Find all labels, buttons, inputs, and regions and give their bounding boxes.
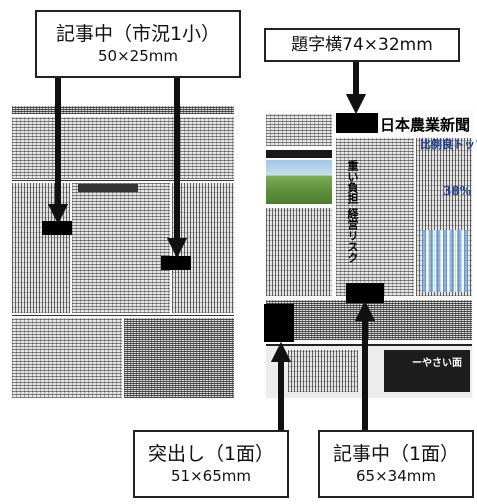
front-article-left xyxy=(266,208,332,296)
label-masthead-side-title: 題字横74×32mm xyxy=(291,35,433,55)
label-protrusion-size: 51×65mm xyxy=(171,467,251,485)
masthead-title: 日本農業新聞 xyxy=(380,116,471,134)
market-page xyxy=(10,104,236,400)
market-table-mid-center xyxy=(72,183,170,313)
front-protrusion-ad xyxy=(264,304,294,342)
label-protrusion-title: 突出し（1面） xyxy=(147,443,275,465)
market-table-lower-left xyxy=(12,318,122,398)
front-chart xyxy=(422,230,468,292)
front-headline-main: 比例良トップ xyxy=(420,138,477,151)
market-ad-block-right xyxy=(161,256,191,270)
front-headline-vegetable: ーやさい面 xyxy=(412,358,462,369)
front-photo xyxy=(266,160,332,204)
market-table-lower-right xyxy=(124,318,234,398)
market-page-header xyxy=(12,106,234,114)
front-headline-side: 重い負担 経営リスク xyxy=(346,160,359,263)
front-page xyxy=(264,110,474,400)
front-article-center xyxy=(336,138,414,296)
front-ad-band-right xyxy=(384,350,470,392)
market-table-mid-right xyxy=(172,183,234,313)
front-article-ad xyxy=(346,283,384,303)
front-headline-figure: 38% xyxy=(443,184,472,198)
label-market-article: 記事中（市況1小） 50×25mm xyxy=(35,10,241,78)
label-front-article: 記事中（1面） 65×34mm xyxy=(318,430,474,498)
label-market-article-size: 50×25mm xyxy=(98,47,178,65)
label-masthead-side: 題字横74×32mm xyxy=(264,28,460,62)
front-left-column xyxy=(266,114,332,146)
front-ad-band-left xyxy=(288,350,358,392)
label-front-article-title: 記事中（1面） xyxy=(332,443,460,465)
market-table-mid-left xyxy=(12,183,70,313)
market-ad-block-left xyxy=(42,221,72,235)
label-front-article-size: 65×34mm xyxy=(356,467,436,485)
label-protrusion: 突出し（1面） 51×65mm xyxy=(133,430,289,498)
market-section-title xyxy=(78,184,138,192)
label-market-article-title: 記事中（市況1小） xyxy=(55,23,221,45)
front-section-bar xyxy=(266,150,332,158)
market-table-top xyxy=(12,117,234,179)
masthead-side-ad xyxy=(336,113,378,133)
